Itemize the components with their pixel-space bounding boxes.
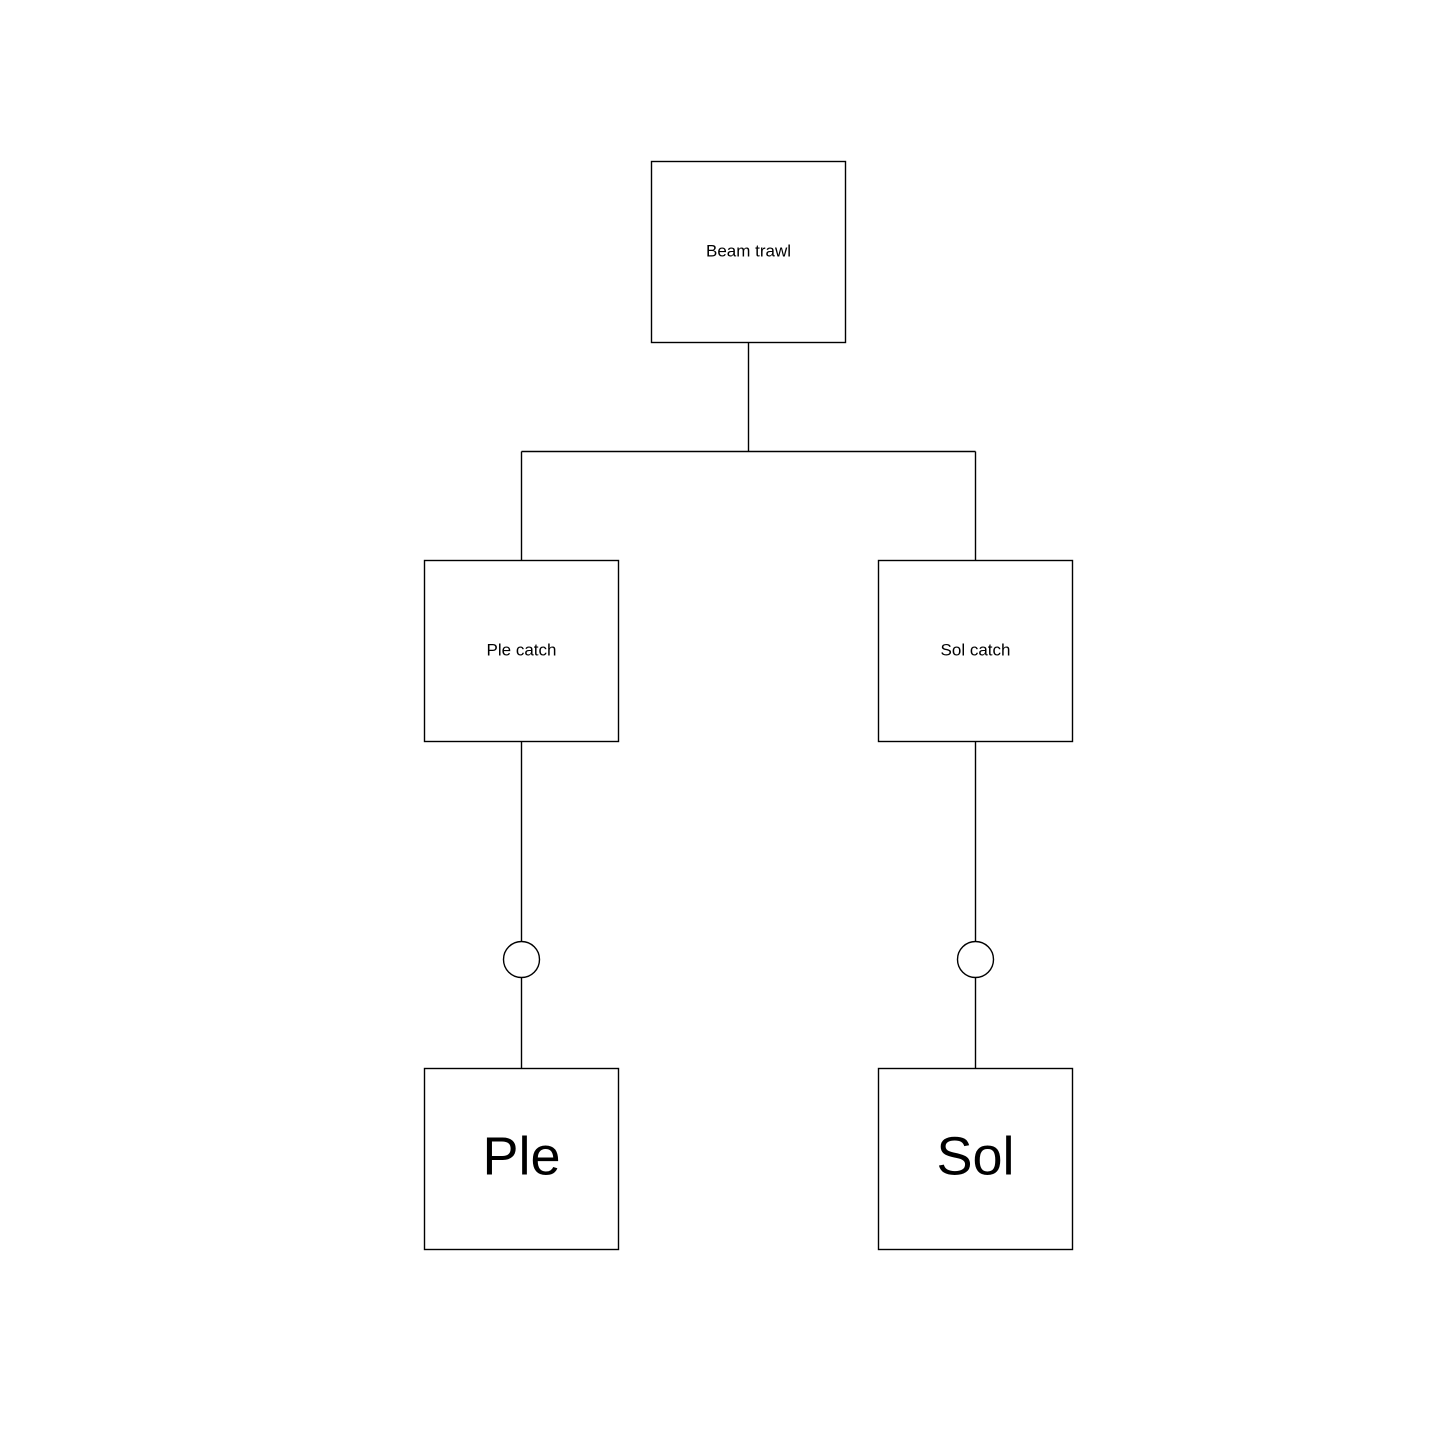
ple-catch-box xyxy=(423,559,620,743)
ple-junction-circle xyxy=(502,940,541,979)
sol-catch-box xyxy=(877,559,1074,743)
ple-catch-label: Ple catch xyxy=(487,640,557,659)
ple-catch-node: Ple catch xyxy=(423,559,620,743)
ple-species-label: Ple xyxy=(482,1126,560,1186)
ple-species-box xyxy=(423,1067,620,1251)
sol-species-box xyxy=(877,1067,1074,1251)
sol-species-label: Sol xyxy=(936,1126,1014,1186)
edges xyxy=(520,342,977,1069)
root-node-box xyxy=(650,160,847,344)
sol-species-node: Sol xyxy=(877,1067,1074,1251)
sol-junction-circle xyxy=(956,940,995,979)
root-node-label: Beam trawl xyxy=(706,241,791,260)
ple-species-node: Ple xyxy=(423,1067,620,1251)
sol-catch-node: Sol catch xyxy=(877,559,1074,743)
sol-catch-label: Sol catch xyxy=(941,640,1011,659)
root-node: Beam trawl xyxy=(650,160,847,344)
